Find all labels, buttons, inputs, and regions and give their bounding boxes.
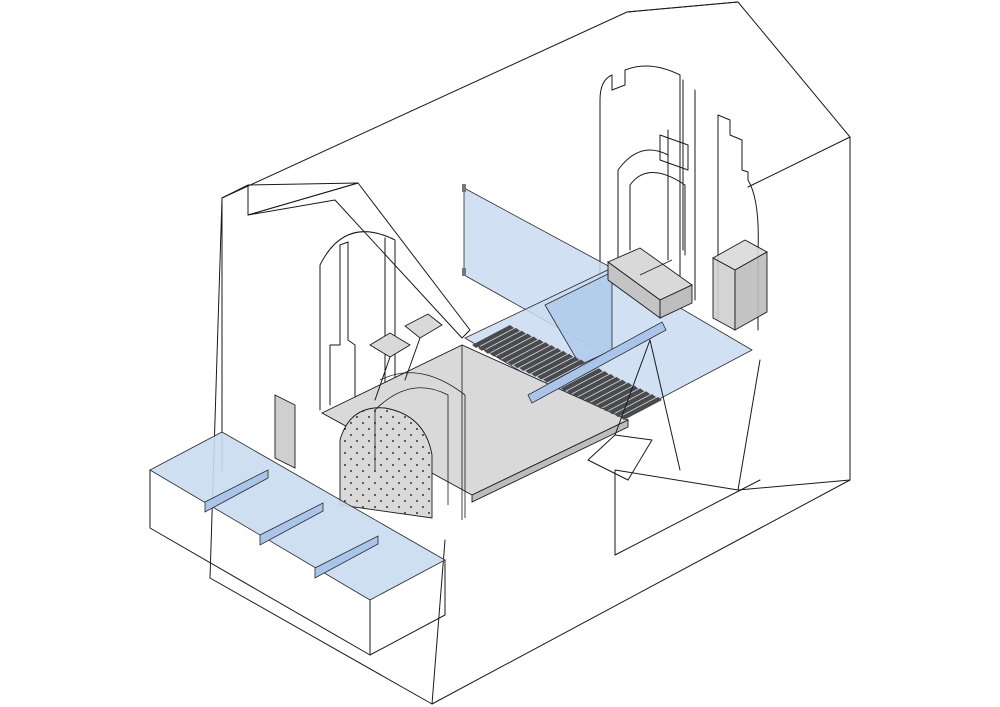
bench-side <box>659 284 693 319</box>
stair-tread <box>537 356 580 380</box>
platform-edge <box>471 419 629 503</box>
left-arch-outer <box>319 231 396 411</box>
right-cabinet <box>712 239 768 331</box>
stair-tread <box>608 391 651 415</box>
rear-arch-right <box>717 114 759 331</box>
stair-tread <box>596 385 639 409</box>
stair-tread <box>507 342 550 366</box>
perforated-arch <box>339 372 466 519</box>
left-arch-inner <box>329 241 356 406</box>
front-wall-bottom <box>431 539 446 705</box>
rear-bench <box>607 247 693 319</box>
bench-divider <box>639 259 673 276</box>
glass-clip <box>462 268 466 276</box>
floor-right <box>614 469 851 556</box>
stair-tread <box>572 373 615 397</box>
stair-tread <box>590 382 633 406</box>
stair-tread <box>495 336 538 360</box>
roof-ridge-back <box>626 1 739 13</box>
stair-tread <box>566 371 609 395</box>
rear-arch-inner2 <box>629 172 686 256</box>
stair-tread <box>543 359 586 383</box>
rear-arch-outer <box>599 65 681 301</box>
arch-door-frame <box>374 387 466 518</box>
stair-tread <box>584 379 627 403</box>
screens <box>369 313 443 401</box>
tripod-leg <box>614 339 651 436</box>
stair-tread <box>620 397 662 420</box>
screen-stand <box>404 337 421 381</box>
stair-tread <box>483 330 526 354</box>
tripod-base <box>587 434 653 481</box>
stair-tread <box>489 333 532 357</box>
stair-tread <box>531 353 574 377</box>
stair-tread <box>519 348 562 372</box>
gable-chimney <box>247 182 471 339</box>
roof-eave-right <box>747 136 851 188</box>
arch-door-back <box>379 372 466 396</box>
building-shell <box>209 1 851 705</box>
fin <box>314 535 379 579</box>
stair-tread <box>614 394 657 418</box>
lower-glass-box <box>149 431 446 656</box>
rear-pillar-left <box>682 79 696 301</box>
floor-front-right <box>614 479 761 556</box>
left-arched-opening <box>319 231 396 411</box>
stair-tread <box>513 345 556 369</box>
stair-tread <box>578 376 621 400</box>
stair-tread <box>501 339 544 363</box>
wall-cabinet <box>659 134 689 171</box>
small-panel-face <box>274 394 296 469</box>
glass-clip <box>462 184 466 192</box>
cabinet-side <box>734 251 768 331</box>
right-side-slope <box>737 359 761 491</box>
tripod-leg <box>649 339 681 471</box>
screen-stand <box>374 356 391 401</box>
gable-notch <box>221 182 359 216</box>
fin <box>259 502 324 546</box>
small-panel <box>274 394 296 469</box>
fin <box>204 469 269 513</box>
rear-arched-openings <box>599 65 759 331</box>
cabinet-front <box>712 257 736 331</box>
stair-tread <box>560 368 603 392</box>
screen-2 <box>404 313 443 339</box>
arch-door-front <box>339 407 433 519</box>
stair-tread <box>525 350 568 374</box>
stair-tread <box>477 327 520 351</box>
stair-tread <box>602 388 645 412</box>
screen-1 <box>369 332 411 358</box>
stair-tread <box>472 325 514 348</box>
glass-panels <box>462 184 753 426</box>
tripod <box>527 321 681 481</box>
tripod-beam <box>527 321 667 404</box>
